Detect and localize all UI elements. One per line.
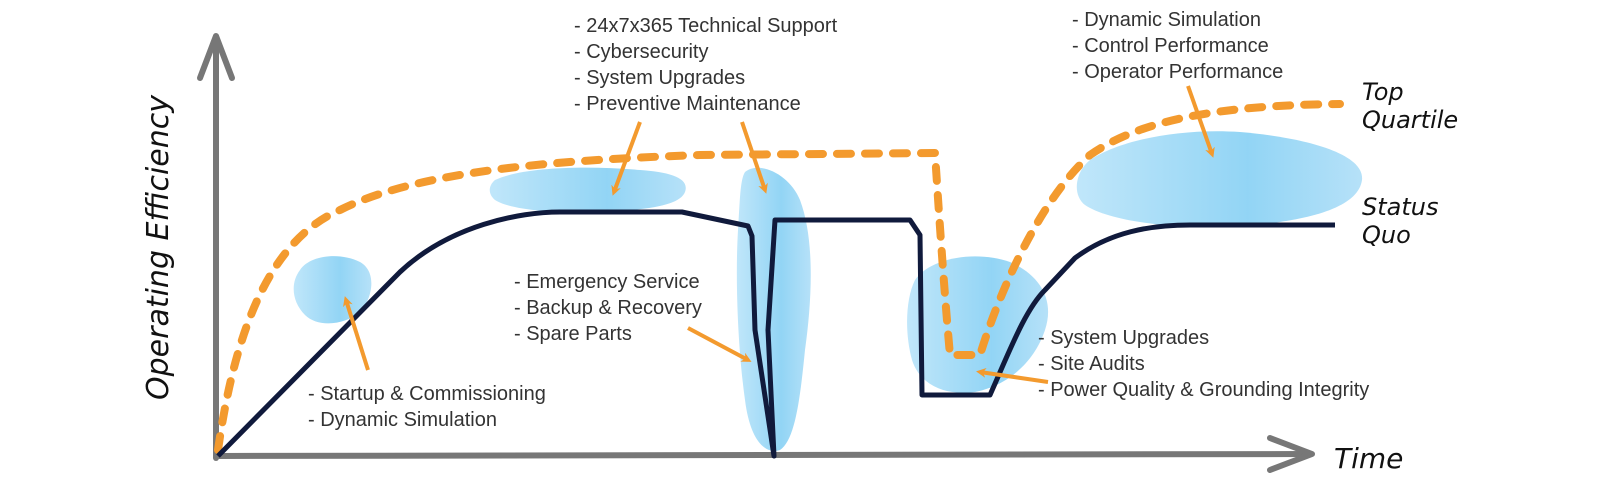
- highlight-blob-emergency: [736, 167, 811, 451]
- legend-top-quartile-line1: Top: [1362, 78, 1404, 106]
- callout-item: - Dynamic Simulation: [308, 409, 497, 431]
- callout-upgrades: - System Upgrades - Site Audits - Power …: [1038, 327, 1369, 401]
- callout-startup: - Startup & Commissioning - Dynamic Simu…: [308, 383, 546, 431]
- axes: [197, 33, 1315, 473]
- callout-item: - Startup & Commissioning: [308, 383, 546, 405]
- highlight-blob-support: [489, 167, 686, 213]
- callout-item: - Preventive Maintenance: [574, 93, 801, 115]
- x-axis-label: Time: [1334, 442, 1403, 475]
- highlight-blob-performance: [1076, 131, 1363, 228]
- callout-item: - Dynamic Simulation: [1072, 9, 1261, 31]
- status-quo-curve: [216, 209, 1335, 459]
- arrow-support-left-icon: [611, 121, 642, 196]
- arrow-performance-icon: [1186, 85, 1215, 158]
- top-quartile-curve: [214, 100, 1344, 454]
- y-axis-arrowhead-icon: [197, 33, 235, 81]
- callout-item: - Control Performance: [1072, 35, 1269, 57]
- callout-emergency: - Emergency Service - Backup & Recovery …: [514, 271, 702, 345]
- y-axis-label: Operating Efficiency: [141, 94, 176, 400]
- callout-item: - 24x7x365 Technical Support: [574, 15, 838, 37]
- callout-item: - Power Quality & Grounding Integrity: [1038, 379, 1369, 401]
- callout-item: - Cybersecurity: [574, 41, 708, 63]
- callout-item: - Operator Performance: [1072, 61, 1283, 83]
- arrow-startup-icon: [343, 296, 370, 371]
- x-axis: [213, 451, 1313, 459]
- callout-item: - Spare Parts: [514, 323, 632, 345]
- legend: Top Quartile Status Quo: [1362, 78, 1458, 249]
- x-axis-arrowhead-icon: [1267, 435, 1315, 473]
- callout-item: - Emergency Service: [514, 271, 700, 293]
- arrow-upgrades-icon: [976, 367, 1049, 384]
- callout-item: - Backup & Recovery: [514, 297, 702, 319]
- legend-status-quo-line1: Status: [1362, 193, 1438, 221]
- callout-arrows: [343, 85, 1215, 384]
- highlight-blob-upgrades: [907, 256, 1049, 393]
- legend-top-quartile-line2: Quartile: [1362, 106, 1458, 134]
- callout-item: - System Upgrades: [574, 67, 745, 89]
- arrow-emergency-icon: [687, 326, 752, 362]
- callout-support: - 24x7x365 Technical Support - Cybersecu…: [574, 15, 838, 115]
- arrow-support-right-icon: [740, 121, 768, 194]
- callout-item: - Site Audits: [1038, 353, 1145, 375]
- callout-performance: - Dynamic Simulation - Control Performan…: [1072, 9, 1283, 83]
- legend-status-quo-line2: Quo: [1362, 221, 1411, 249]
- callout-item: - System Upgrades: [1038, 327, 1209, 349]
